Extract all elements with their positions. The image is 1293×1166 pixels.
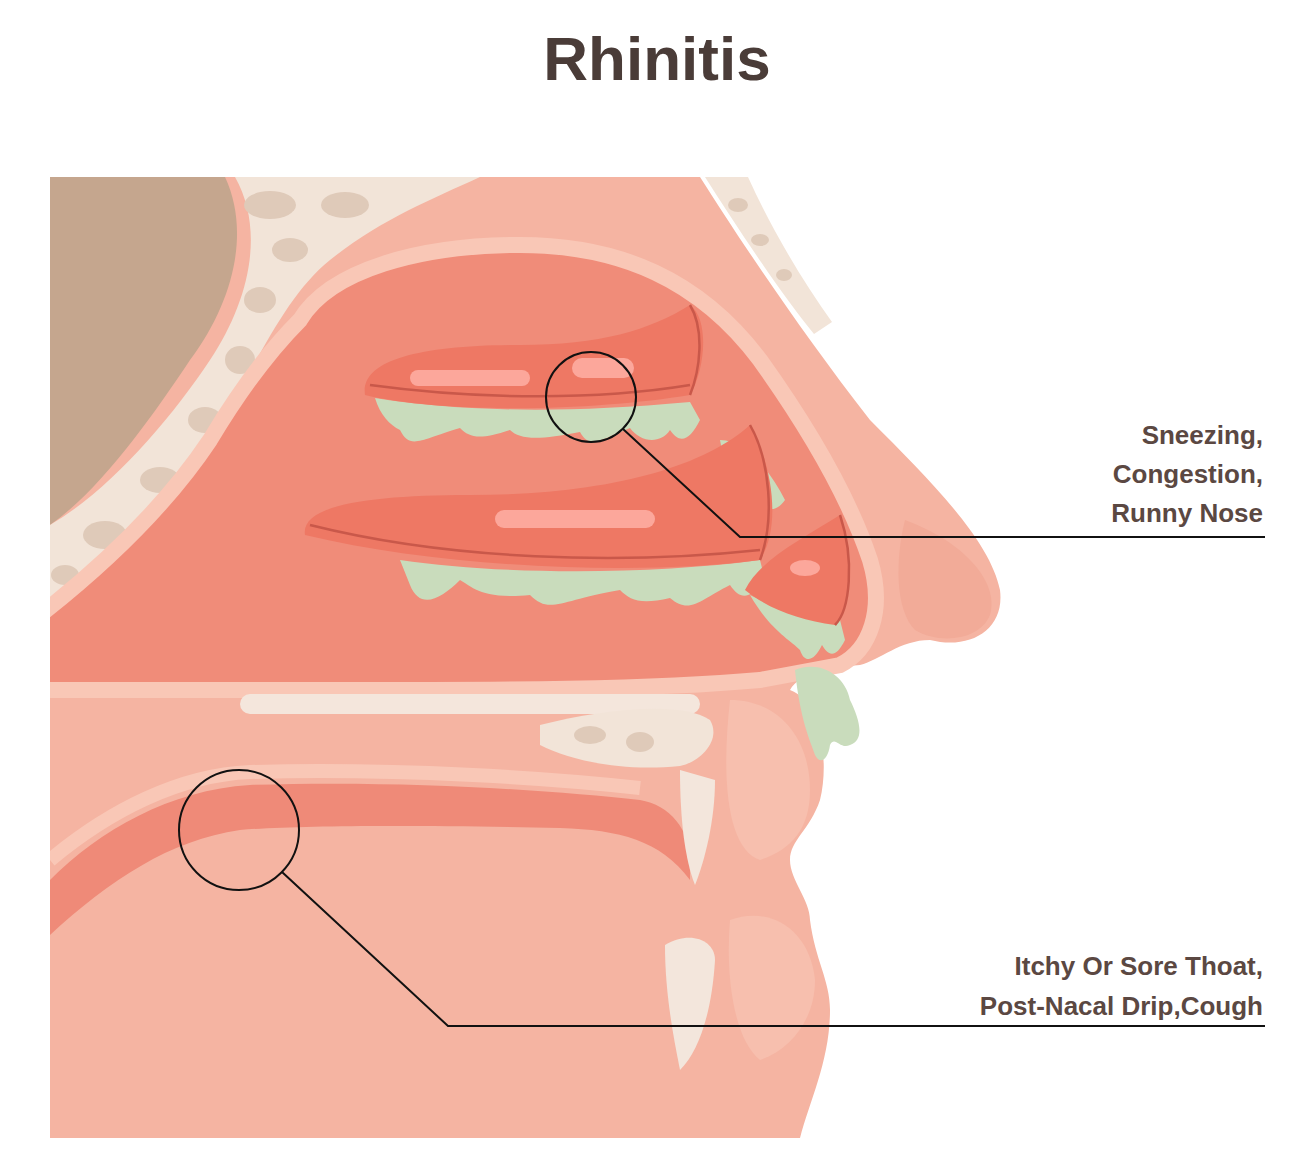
turbinate-outline bbox=[835, 515, 849, 625]
symptom-label: Sneezing, Congestion, Runny Nose bbox=[1088, 416, 1263, 533]
bone-cell bbox=[272, 238, 308, 262]
turbinate-outline bbox=[310, 425, 769, 560]
turbinate-highlight bbox=[410, 370, 530, 386]
bone-cell bbox=[626, 732, 654, 752]
focus-circle bbox=[179, 770, 299, 890]
upper-incisor bbox=[680, 770, 715, 885]
upper-lip bbox=[726, 700, 810, 860]
bone-cell bbox=[244, 287, 276, 313]
oral-cavity bbox=[50, 784, 690, 935]
nasal-cavity bbox=[50, 245, 876, 690]
bone-cell bbox=[728, 198, 748, 212]
bone-cell bbox=[776, 269, 792, 281]
bone-cell bbox=[751, 234, 769, 246]
turbinate-highlight bbox=[495, 510, 655, 528]
focus-circle bbox=[546, 352, 636, 442]
bone-cell bbox=[321, 192, 369, 218]
leader-line bbox=[282, 872, 1265, 1026]
bone-cell bbox=[574, 726, 606, 744]
symptom-label: Itchy Or Sore Thoat, Post-Nacal Drip,Cou… bbox=[963, 946, 1263, 1026]
bone-cell bbox=[244, 191, 296, 219]
lower-lip bbox=[729, 916, 815, 1060]
lower-incisor bbox=[665, 938, 715, 1070]
vestibule-turbinate bbox=[745, 515, 849, 625]
turbinate-highlight bbox=[790, 560, 820, 576]
head-section bbox=[50, 177, 1000, 1138]
diagram-title: Rhinitis bbox=[457, 28, 857, 90]
upper-turbinate bbox=[365, 305, 703, 408]
nostril-mucus bbox=[795, 667, 859, 760]
maxilla-bone bbox=[540, 709, 713, 768]
turbinate-outline bbox=[370, 305, 699, 396]
lower-turbinate bbox=[305, 425, 773, 568]
